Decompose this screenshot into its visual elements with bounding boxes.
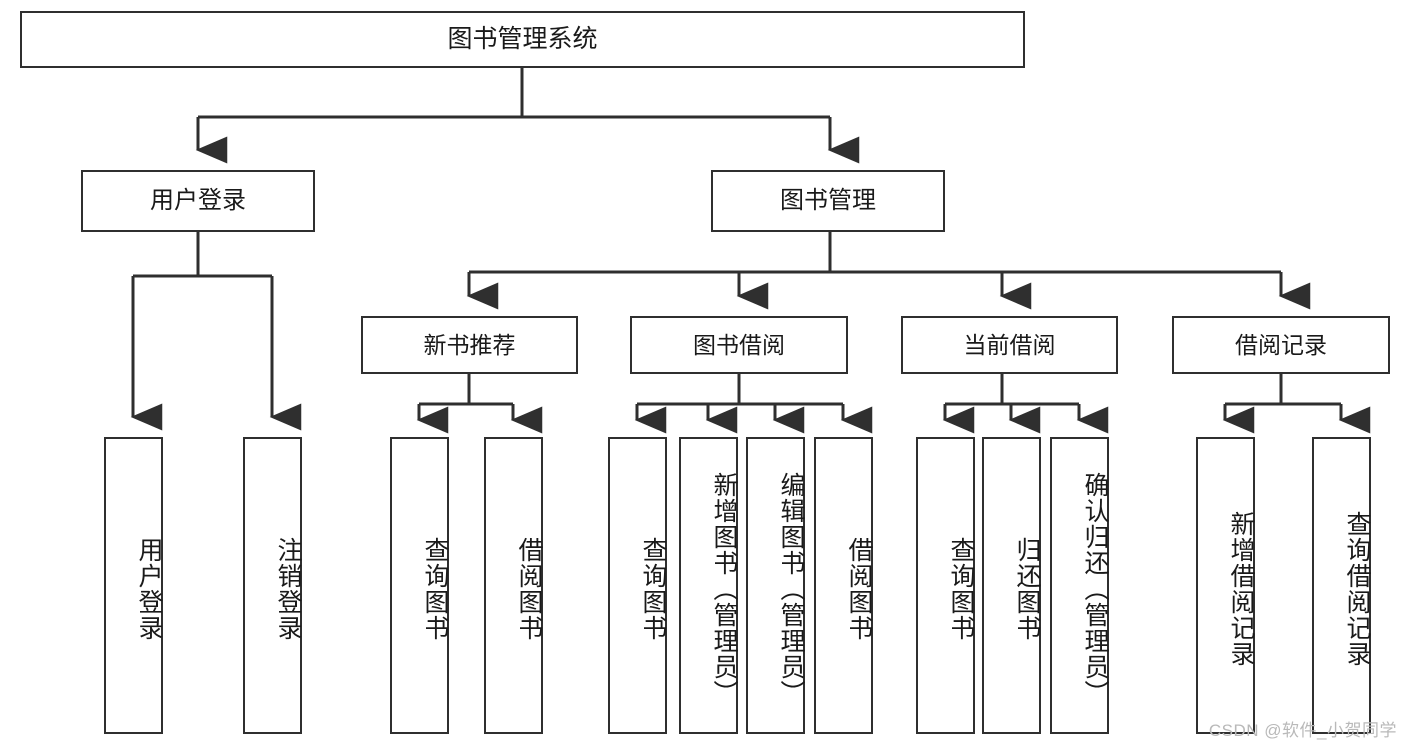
leaf-book-borrow-query[interactable]: 查询图书 [608,437,667,734]
leaf-label: 查询图书 [421,536,449,641]
leaf-label: 用户登录 [135,536,163,641]
leaf-label: 归还图书 [1013,536,1041,641]
leaf-label: 借阅图书 [845,536,873,641]
leaf-current-borrow-return[interactable]: 归还图书 [982,437,1041,734]
leaf-label: 查询借阅记录 [1343,510,1371,667]
leaf-label: 注销登录 [274,536,302,641]
node-current-borrow[interactable]: 当前借阅 [901,316,1118,374]
node-book-management[interactable]: 图书管理 [711,170,945,232]
leaf-label: 确认归还（管理员） [1081,471,1109,706]
leaf-book-borrow-borrow[interactable]: 借阅图书 [814,437,873,734]
node-new-book-recommend-label: 新书推荐 [423,331,516,358]
leaf-book-borrow-add-admin[interactable]: 新增图书（管理员） [679,437,738,734]
leaf-label: 编辑图书（管理员） [777,471,805,706]
node-borrow-record[interactable]: 借阅记录 [1172,316,1390,374]
node-current-borrow-label: 当前借阅 [963,331,1056,358]
node-user-login[interactable]: 用户登录 [81,170,315,232]
leaf-user-login-signin[interactable]: 用户登录 [104,437,163,734]
node-book-management-label: 图书管理 [780,187,876,215]
leaf-label: 查询图书 [947,536,975,641]
leaf-label: 查询图书 [639,536,667,641]
leaf-user-login-signout[interactable]: 注销登录 [243,437,302,734]
node-user-login-label: 用户登录 [150,187,246,215]
leaf-label: 借阅图书 [515,536,543,641]
leaf-current-borrow-query[interactable]: 查询图书 [916,437,975,734]
leaf-new-book-query[interactable]: 查询图书 [390,437,449,734]
node-root-library-system[interactable]: 图书管理系统 [20,11,1025,68]
leaf-new-book-borrow[interactable]: 借阅图书 [484,437,543,734]
node-new-book-recommend[interactable]: 新书推荐 [361,316,578,374]
leaf-book-borrow-edit-admin[interactable]: 编辑图书（管理员） [746,437,805,734]
node-book-borrow-label: 图书借阅 [693,331,785,358]
leaf-current-borrow-confirm-admin[interactable]: 确认归还（管理员） [1050,437,1109,734]
node-root-label: 图书管理系统 [447,25,598,53]
leaf-label: 新增借阅记录 [1227,510,1255,667]
leaf-record-query[interactable]: 查询借阅记录 [1312,437,1371,734]
watermark-text: CSDN @软件_小贺同学 [1208,721,1397,740]
node-book-borrow[interactable]: 图书借阅 [630,316,848,374]
node-borrow-record-label: 借阅记录 [1235,331,1327,358]
leaf-label: 新增图书（管理员） [710,471,738,706]
leaf-record-add[interactable]: 新增借阅记录 [1196,437,1255,734]
